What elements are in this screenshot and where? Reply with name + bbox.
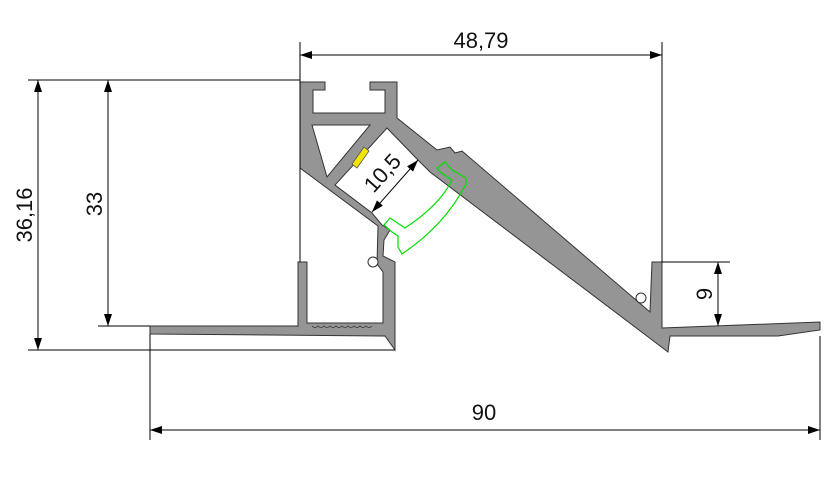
- aluminium-profile: [149, 81, 821, 353]
- label-inner-height: 33: [82, 192, 107, 216]
- base-ridges: [311, 325, 373, 328]
- dim-line-channel-width: [371, 159, 419, 213]
- label-top-width: 48,79: [453, 28, 508, 53]
- label-total-height: 36,16: [12, 187, 37, 242]
- label-lip-height: 9: [692, 288, 717, 300]
- profile-cavity: [311, 124, 372, 179]
- screw-channel-left: [367, 256, 379, 268]
- diffuser-lens: [383, 161, 467, 255]
- screw-channel-right: [635, 292, 647, 304]
- led-strip: [351, 146, 370, 169]
- extension-lines: [28, 42, 821, 440]
- label-total-width: 90: [472, 400, 496, 425]
